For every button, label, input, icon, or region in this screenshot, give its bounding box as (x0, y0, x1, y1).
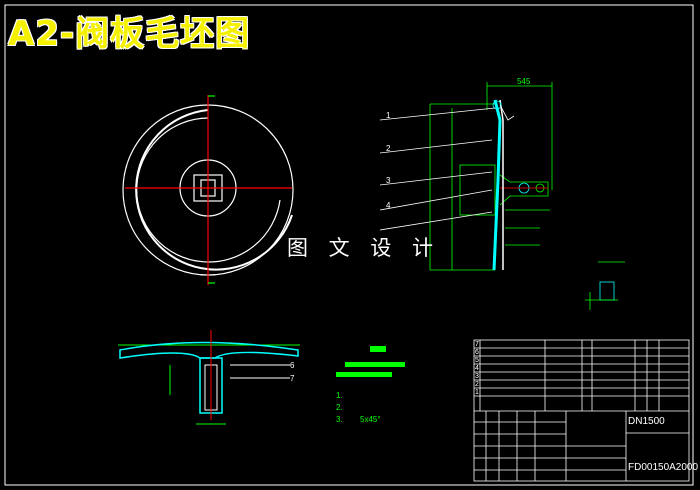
drawing-line: 6 7 (290, 361, 295, 383)
leader-label-3: 3 (386, 176, 391, 185)
leader-label-7: 7 (290, 374, 295, 383)
drawing-number: FD00150A2000 (628, 462, 698, 473)
leader-label-4: 4 (386, 201, 391, 210)
inner-arc (135, 109, 293, 271)
note-1: 1. (336, 391, 343, 400)
product-name: DN1500 (628, 416, 665, 427)
drawing-line (379, 171, 493, 186)
drawing-line (459, 164, 496, 216)
title-block (473, 339, 690, 482)
drawing-line (379, 107, 496, 121)
part-row-4: 4 (475, 365, 479, 372)
drawing-line (379, 211, 493, 231)
watermark: 图 文 设 计 (287, 236, 441, 260)
technical-notes: 1. 2. 3. 5x45° (336, 346, 405, 424)
drawing-line (492, 100, 502, 110)
part-row-5: 5 (475, 357, 479, 364)
title-block-text: 7 6 5 4 3 2 1 DN1500 FD00150A2000 (475, 341, 698, 473)
drawing-line (379, 189, 493, 211)
drawing-line (499, 174, 549, 206)
side-view-leaders (379, 107, 496, 231)
drawing-line (499, 104, 515, 121)
part-row-7: 7 (475, 341, 479, 348)
drawing-line: 545 1 2 3 4 (386, 77, 531, 210)
drawing-line (492, 99, 502, 271)
part-row-2: 2 (475, 381, 479, 388)
drawing-line (336, 372, 392, 377)
drawing-frame (4, 4, 694, 486)
drawing-line (370, 346, 386, 352)
inner-arc-2 (136, 117, 281, 263)
drawing-line (379, 139, 493, 154)
front-view (122, 95, 294, 285)
dimension-545: 545 (517, 77, 531, 86)
drawing-line (599, 281, 615, 301)
note-chamfer: 5x45° (360, 415, 381, 424)
leader-label-2: 2 (386, 144, 391, 153)
drawing-line (345, 362, 405, 367)
drawing-title: A2-阀板毛坯图 (8, 14, 251, 54)
side-view (429, 82, 553, 271)
note-2: 2. (336, 403, 343, 412)
part-row-3: 3 (475, 373, 479, 380)
drawing-line (119, 341, 299, 359)
part-row-1: 1 (475, 389, 479, 396)
leader-label-6: 6 (290, 361, 295, 370)
drawing-line (473, 339, 690, 482)
detail-view (585, 261, 625, 310)
section-view (118, 330, 300, 425)
leader-label-1: 1 (386, 111, 391, 120)
note-3: 3. (336, 415, 343, 424)
part-row-6: 6 (475, 349, 479, 356)
